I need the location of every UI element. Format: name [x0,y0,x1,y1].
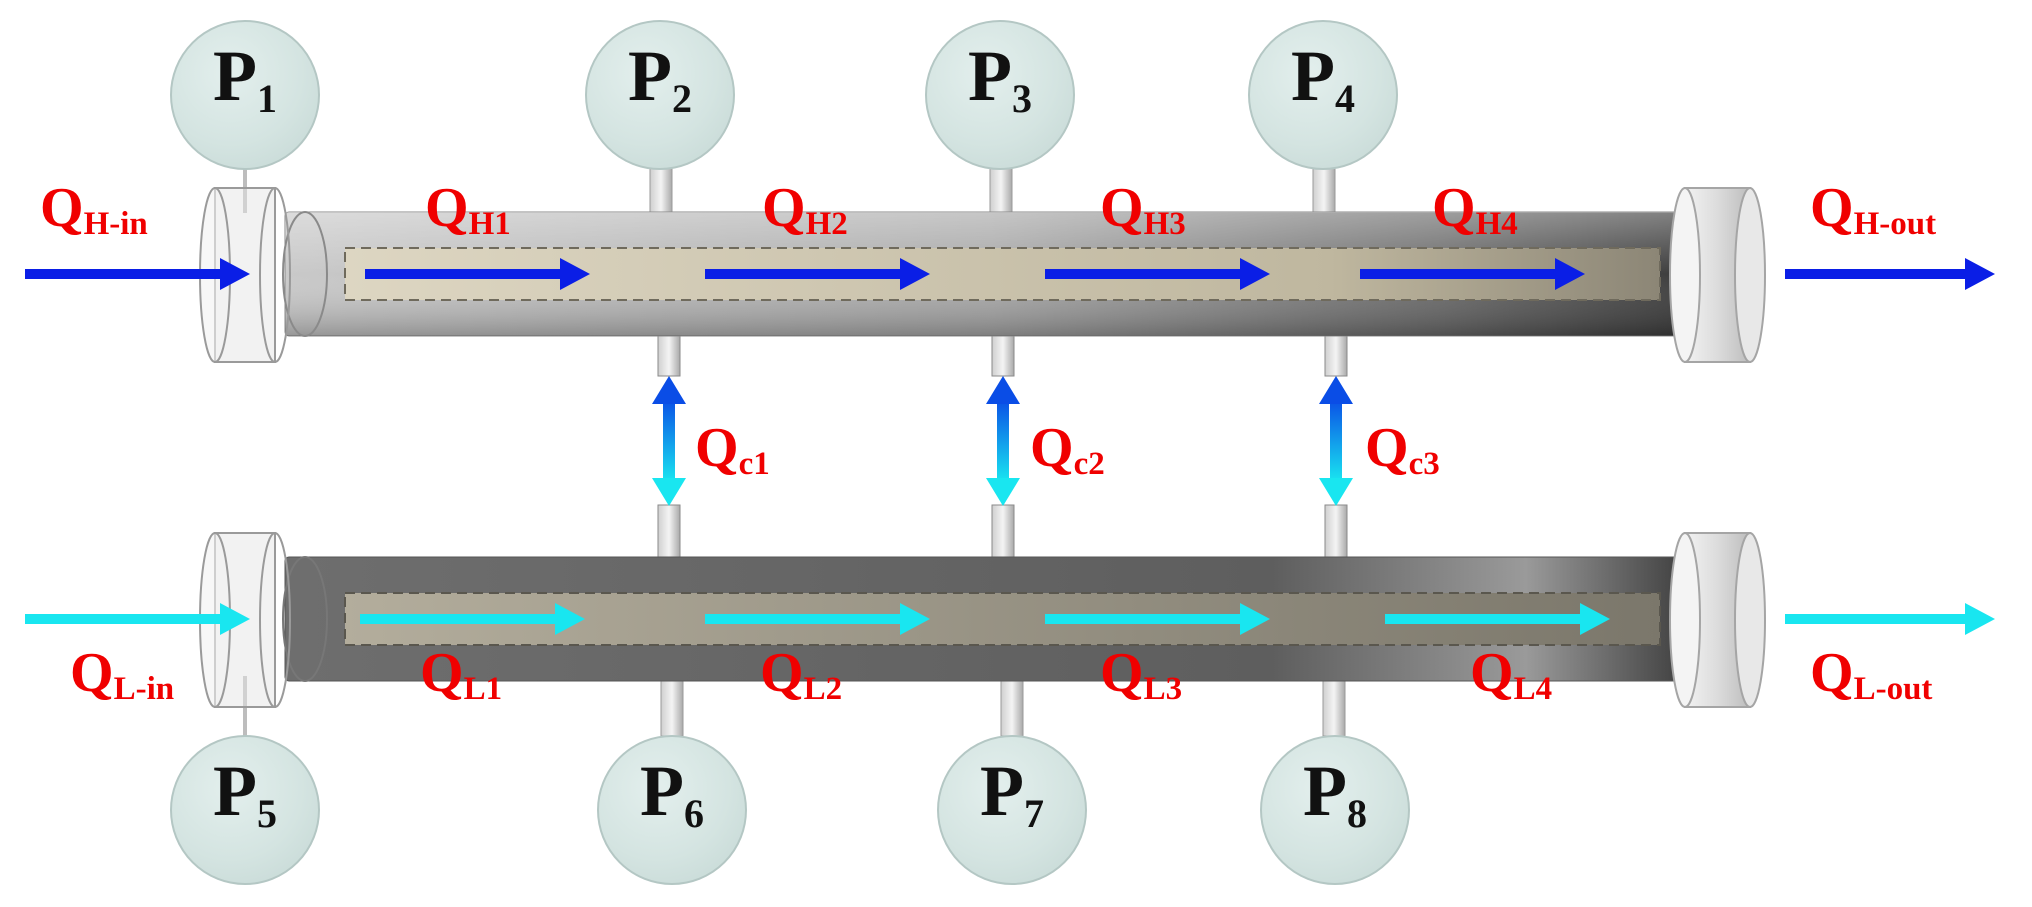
arrow-c2 [986,376,1020,506]
pressure-gauge-p6: P6 [597,735,747,885]
flow-label-l1: QL1 [420,642,503,707]
lower-tube [199,532,1766,708]
gauge-label-p2: P2 [628,36,692,121]
arrow-l3 [1045,603,1270,635]
arrow-c3 [1319,376,1353,506]
gauge-label-p3: P3 [968,36,1032,121]
flow-label-c2: Qc2 [1030,417,1105,482]
flow-label-h2: QH2 [762,177,848,242]
arrow-l1 [360,603,585,635]
flow-label-h3: QH3 [1100,177,1186,242]
arrow-l-in [25,603,250,635]
arrow-l4 [1385,603,1610,635]
arrow-h2 [705,258,930,290]
high-side-arrows [25,258,1995,290]
gauge-label-p5: P5 [213,751,277,836]
gauge-label-p4: P4 [1291,36,1355,121]
pressure-gauge-p3: P3 [925,20,1075,170]
flow-label-c3: Qc3 [1365,417,1440,482]
pressure-gauge-p7: P7 [937,735,1087,885]
flow-label-l-in: QL-in [70,642,175,707]
pressure-gauge-p4: P4 [1248,20,1398,170]
cross-flow-arrows [652,376,1353,506]
gauge-label-p6: P6 [640,751,704,836]
flow-label-h-in: QH-in [40,177,148,242]
arrow-h-out [1785,258,1995,290]
low-side-arrows [25,603,1995,635]
arrow-h-in [25,258,250,290]
flow-label-l2: QL2 [760,642,843,707]
gauge-label-p1: P1 [213,36,277,121]
connector-stubs [657,329,1348,566]
pressure-gauge-p5: P5 [170,735,320,885]
pressure-gauge-p1: P1 [170,20,320,170]
flow-label-c1: Qc1 [695,417,770,482]
arrow-h1 [365,258,590,290]
arrow-h4 [1360,258,1585,290]
arrow-c1 [652,376,686,506]
pressure-gauge-p2: P2 [585,20,735,170]
gauge-label-p7: P7 [980,751,1044,836]
arrow-l2 [705,603,930,635]
arrow-l-out [1785,603,1995,635]
pressure-gauge-p8: P8 [1260,735,1410,885]
flow-label-l4: QL4 [1470,642,1553,707]
flow-label-h1: QH1 [425,177,511,242]
arrow-h3 [1045,258,1270,290]
flow-label-h4: QH4 [1432,177,1518,242]
flow-label-l3: QL3 [1100,642,1183,707]
flow-label-l-out: QL-out [1810,642,1933,707]
flow-label-h-out: QH-out [1810,177,1937,242]
gauge-label-p8: P8 [1303,751,1367,836]
